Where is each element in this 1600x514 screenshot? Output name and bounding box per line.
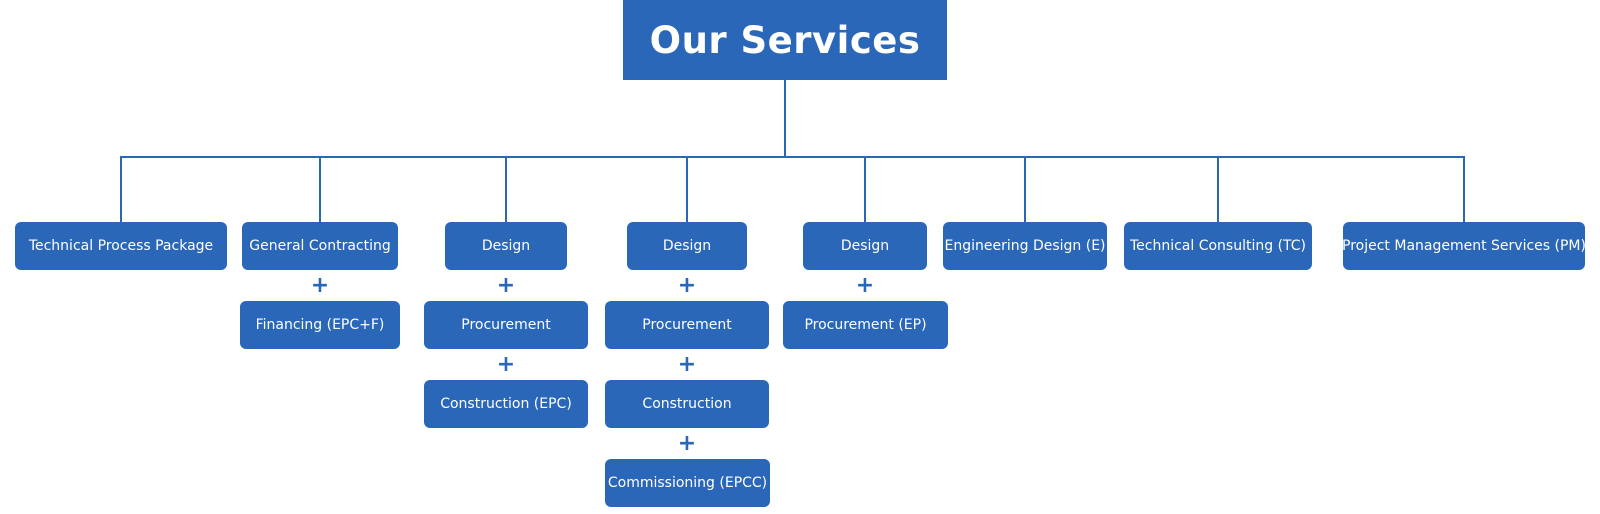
plus-icon: + [677, 352, 697, 377]
node-procurement-ep: Procurement (EP) [783, 301, 948, 349]
connector-drop-col7 [1217, 156, 1219, 222]
node-project-management-services-pm: Project Management Services (PM) [1342, 222, 1586, 270]
plus-icon: + [677, 273, 697, 298]
connector-drop-col2 [319, 156, 321, 222]
node-design-ep: Design [803, 222, 927, 270]
connector-horizontal-rail [120, 156, 1465, 158]
node-design-epc: Design [445, 222, 567, 270]
node-technical-process-package: Technical Process Package [15, 222, 227, 270]
node-procurement-epcc: Procurement [605, 301, 769, 349]
connector-drop-col1 [120, 156, 122, 222]
connector-drop-col5 [864, 156, 866, 222]
node-construction-epc: Construction (EPC) [424, 380, 588, 428]
connector-drop-col4 [686, 156, 688, 222]
node-construction-epcc: Construction [605, 380, 769, 428]
plus-icon: + [496, 273, 516, 298]
node-procurement-epc: Procurement [424, 301, 588, 349]
connector-drop-col3 [505, 156, 507, 222]
node-technical-consulting-tc: Technical Consulting (TC) [1124, 222, 1312, 270]
chart-title: Our Services [623, 0, 947, 80]
node-design-epcc: Design [627, 222, 747, 270]
connector-drop-col6 [1024, 156, 1026, 222]
node-financing-epc-f: Financing (EPC+F) [240, 301, 400, 349]
node-engineering-design-e: Engineering Design (E) [943, 222, 1107, 270]
node-general-contracting: General Contracting [242, 222, 398, 270]
node-commissioning-epcc: Commissioning (EPCC) [605, 459, 770, 507]
connector-header-stem [784, 80, 786, 157]
plus-icon: + [677, 431, 697, 456]
plus-icon: + [496, 352, 516, 377]
connector-drop-col8 [1463, 156, 1465, 222]
plus-icon: + [310, 273, 330, 298]
plus-icon: + [855, 273, 875, 298]
